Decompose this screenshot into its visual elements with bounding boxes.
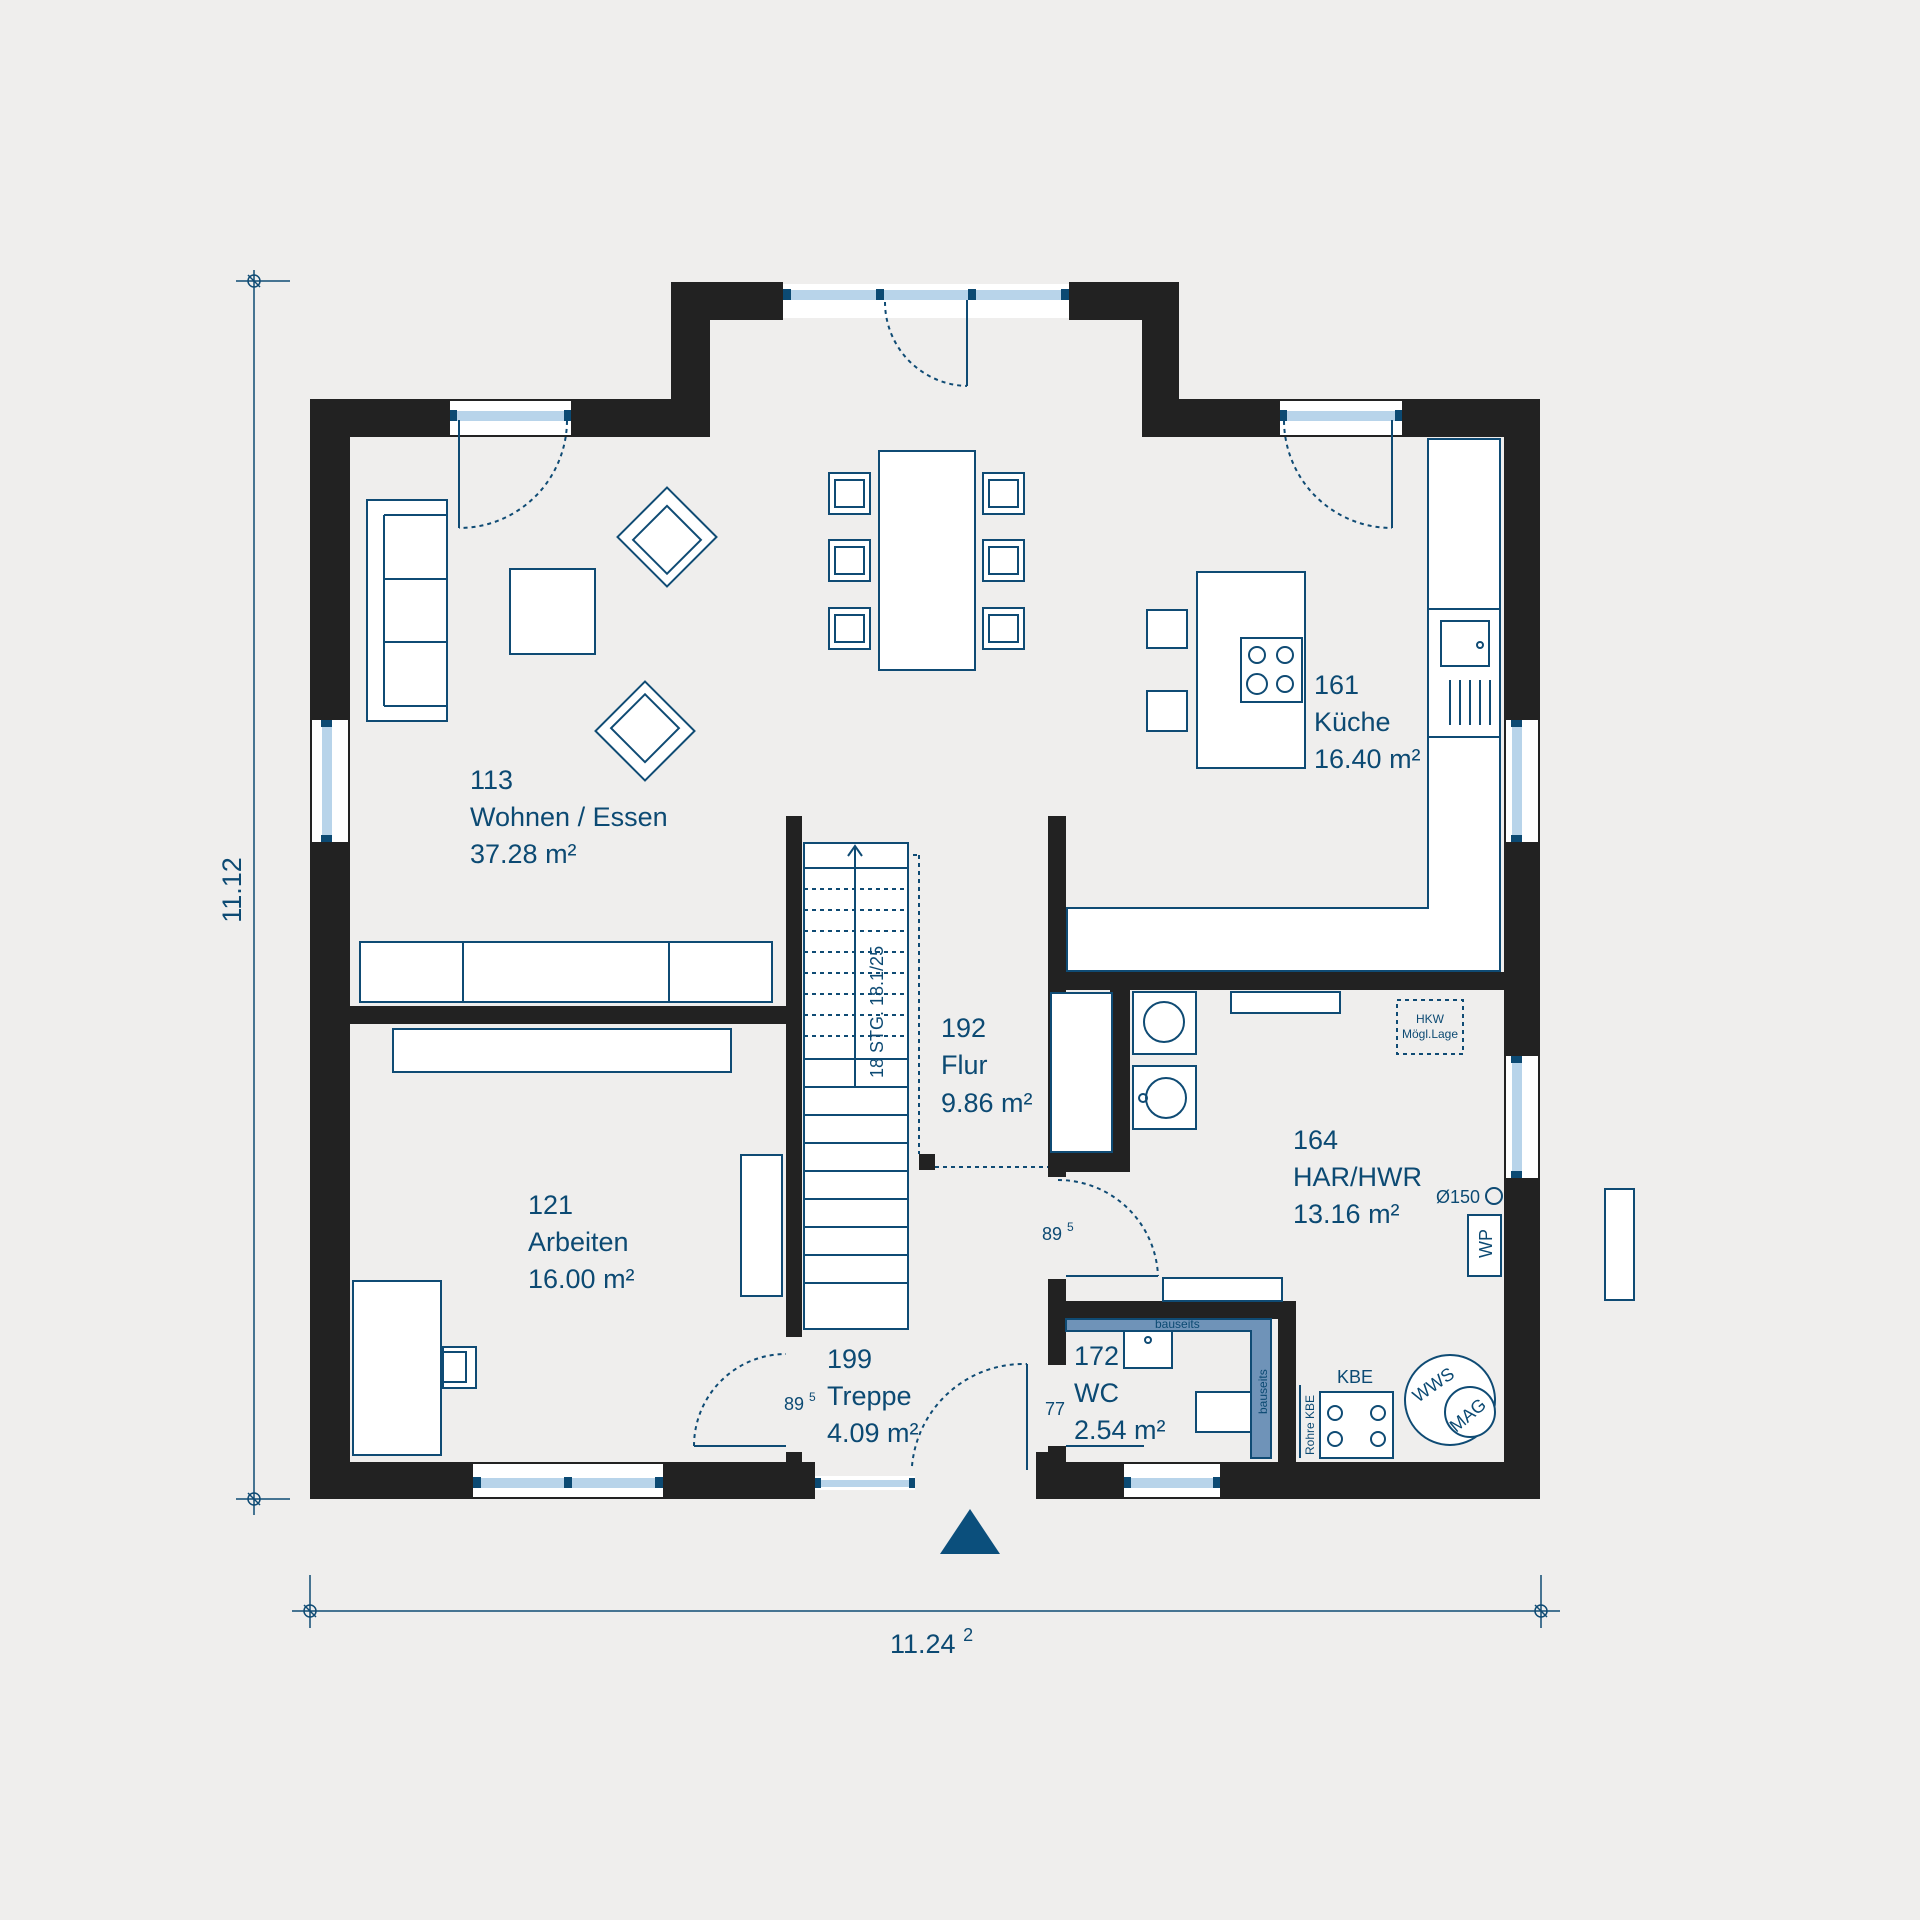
room-flur-area: 9.86 m²: [941, 1088, 1033, 1118]
coffee-table: [509, 568, 596, 655]
wall-wc-top: [1048, 1301, 1294, 1319]
room-wc-area: 2.54 m²: [1074, 1415, 1166, 1445]
room-kueche-name: Küche: [1314, 707, 1391, 737]
stair-post: [919, 1154, 935, 1170]
room-arbeiten-name: Arbeiten: [528, 1227, 629, 1257]
width-dimension-sup: 2: [963, 1625, 973, 1645]
windows: [312, 284, 1538, 1497]
room-arbeiten-number: 121: [528, 1190, 573, 1220]
room-wohnen-name: Wohnen / Essen: [470, 802, 668, 832]
width-dimension: 11.24 2: [890, 1625, 973, 1659]
bauseits-label-2: bauseits: [1256, 1369, 1270, 1414]
wall-stair-left: [786, 816, 802, 1337]
annotation-labels: 89 5 89 5 77 HKW Mögl.Lage Ø150 WP KBE R…: [784, 1012, 1496, 1455]
wc-furniture: [1065, 1318, 1272, 1459]
room-flur-number: 192: [941, 1013, 986, 1043]
dining-chair-seat: [988, 546, 1019, 575]
wp-label: WP: [1476, 1229, 1496, 1258]
rohre-kbe-label: Rohre KBE: [1303, 1395, 1317, 1455]
door-width-2-sup: 5: [809, 1390, 816, 1404]
wall-living-office: [350, 1006, 786, 1024]
door-width-1-sup: 5: [1067, 1220, 1074, 1234]
hkw-label: HKW: [1416, 1012, 1445, 1026]
room-wohnen-area: 37.28 m²: [470, 839, 577, 869]
room-kueche-number: 161: [1314, 670, 1359, 700]
wall-left: [310, 399, 350, 1499]
wall-wc-left: [1048, 1279, 1066, 1365]
doors: [458, 300, 1393, 1470]
width-dimension-value: 11.24: [890, 1629, 956, 1659]
room-wc-name: WC: [1074, 1378, 1119, 1408]
wall-flur-bottom-stub: [1036, 1452, 1050, 1464]
wall-kitchen-utility: [1048, 972, 1506, 990]
door-width-1-value: 89: [1042, 1224, 1062, 1244]
staircase: [803, 842, 909, 1330]
living-furniture: [359, 450, 1025, 1003]
wall-kitchen-corner: [1048, 816, 1066, 990]
dining-chair-seat: [834, 546, 865, 575]
room-wohnen-number: 113: [470, 765, 513, 795]
bauseits-label-1: bauseits: [1155, 1317, 1200, 1331]
dimension-lines: [236, 270, 1560, 1628]
room-har-name: HAR/HWR: [1293, 1162, 1422, 1192]
desk: [352, 1280, 442, 1456]
height-dimension: 11.12: [217, 857, 247, 923]
room-wc-number: 172: [1074, 1341, 1119, 1371]
sideboard: [359, 941, 773, 1003]
sofa: [366, 499, 448, 722]
room-treppe-area: 4.09 m²: [827, 1418, 919, 1448]
dining-table: [878, 450, 976, 671]
dining-chair-seat: [988, 614, 1019, 643]
entrance-marker-icon: [940, 1509, 1000, 1554]
room-flur-name: Flur: [941, 1050, 988, 1080]
room-har-area: 13.16 m²: [1293, 1199, 1400, 1229]
utility-furniture: [1050, 991, 1635, 1459]
wall-bay-top-left: [671, 282, 783, 320]
wall-bottom-right: [1036, 1462, 1540, 1499]
dining-chair-seat: [834, 479, 865, 508]
door-width-label-3: 77: [1045, 1399, 1065, 1419]
wall-right: [1504, 399, 1540, 1499]
room-labels: 113 Wohnen / Essen 37.28 m² 161 Küche 16…: [470, 670, 1422, 1448]
wall-flur-utility-2: [1110, 972, 1130, 1158]
room-kueche-area: 16.40 m²: [1314, 744, 1421, 774]
office-furniture: [352, 1028, 783, 1456]
room-treppe-name: Treppe: [827, 1381, 912, 1411]
dining-chair-seat: [988, 479, 1019, 508]
door-width-2-value: 89: [784, 1394, 804, 1414]
wall-wc-left-bottom: [1048, 1446, 1066, 1464]
stairs-label: 18 STG. 18.1/25: [867, 946, 887, 1078]
room-har-number: 164: [1293, 1125, 1338, 1155]
dining-chair-seat: [834, 614, 865, 643]
door-width-label-2: 89 5: [784, 1390, 816, 1414]
wall-stair-bottom-stub: [786, 1452, 802, 1464]
wall-wc-right: [1278, 1301, 1296, 1464]
wall-flur-utility-3: [1048, 1152, 1130, 1172]
door-width-label-1: 89 5: [1042, 1220, 1074, 1244]
room-treppe-number: 199: [827, 1344, 872, 1374]
hkw-location-label: Mögl.Lage: [1402, 1027, 1458, 1041]
kbe-label: KBE: [1337, 1367, 1373, 1387]
room-arbeiten-area: 16.00 m²: [528, 1264, 635, 1294]
pipe-label: Ø150: [1436, 1187, 1480, 1207]
kitchen-furniture: [1066, 438, 1501, 972]
